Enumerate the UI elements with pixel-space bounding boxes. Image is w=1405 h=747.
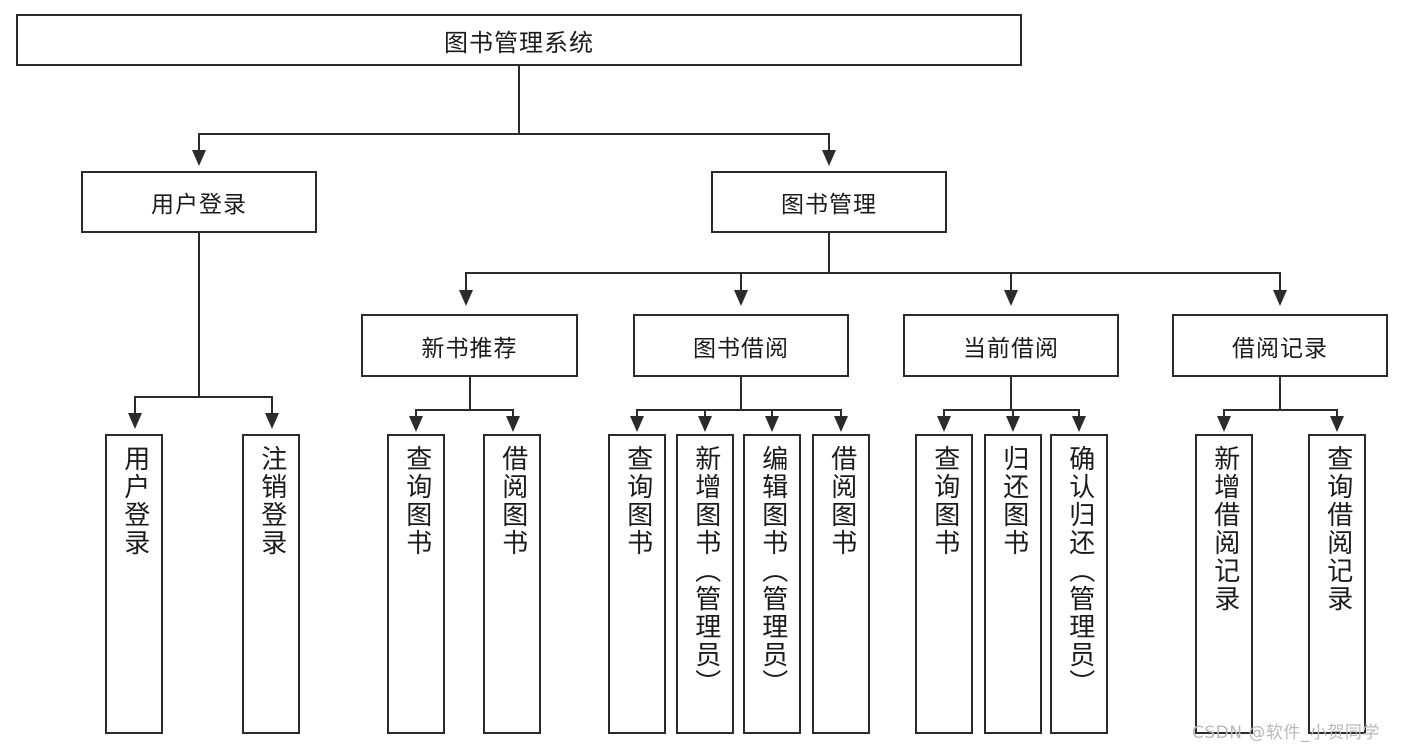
node-leaf-borrow-book-2[interactable]: 借阅图书 — [812, 434, 870, 734]
arrowhead-borrow-to-leaf-3 — [765, 416, 779, 432]
arrowhead-manage-to-recommend — [459, 290, 473, 306]
arrowhead-current-to-leaf-3 — [1072, 416, 1086, 432]
node-leaf-query-book-2[interactable]: 查询图书 — [608, 434, 666, 734]
connector-recommend-to-leaf-1 — [415, 409, 417, 419]
node-leaf-borrow-book-1[interactable]: 借阅图书 — [483, 434, 541, 734]
connector-user-login-bus — [134, 396, 271, 398]
arrowhead-manage-to-current — [1004, 290, 1018, 306]
connector-manage-to-record — [1279, 272, 1281, 292]
node-leaf-confirm-return[interactable]: 确认归还（管理员） — [1050, 434, 1108, 734]
arrowhead-current-to-leaf-2 — [1006, 416, 1020, 432]
node-leaf-query-book-3[interactable]: 查询图书 — [915, 434, 973, 734]
connector-borrow-to-leaf-3 — [771, 409, 773, 419]
connector-manage-to-recommend — [465, 272, 467, 292]
connector-borrow-to-leaf-2 — [704, 409, 706, 419]
node-label: 新增借阅记录 — [1209, 445, 1240, 613]
arrowhead-borrow-to-leaf-1 — [630, 416, 644, 432]
arrowhead-root-to-book-manage — [822, 150, 836, 166]
connector-current-to-leaf-1 — [943, 409, 945, 419]
node-leaf-user-login[interactable]: 用户登录 — [105, 434, 163, 734]
connector-current-bus — [943, 409, 1079, 411]
connector-record-to-leaf-2 — [1336, 409, 1338, 419]
node-label: 借阅图书 — [497, 445, 528, 557]
connector-borrow-to-leaf-4 — [840, 409, 842, 419]
node-label: 编辑图书（管理员） — [757, 445, 788, 697]
node-leaf-edit-book[interactable]: 编辑图书（管理员） — [743, 434, 801, 734]
arrowhead-user-login-to-leaf-1 — [128, 413, 142, 429]
arrowhead-recommend-to-leaf-1 — [409, 416, 423, 432]
node-label: 用户登录 — [119, 445, 150, 557]
arrowhead-record-to-leaf-2 — [1330, 416, 1344, 432]
connector-manage-to-current — [1010, 272, 1012, 292]
node-user-login[interactable]: 用户登录 — [81, 171, 317, 233]
connector-record-stem — [1279, 377, 1281, 409]
connector-root-stem — [518, 66, 520, 133]
node-current-borrow[interactable]: 当前借阅 — [903, 314, 1119, 377]
node-label: 查询图书 — [401, 445, 432, 557]
connector-record-to-leaf-1 — [1223, 409, 1225, 419]
node-label: 借阅图书 — [826, 445, 857, 557]
connector-current-to-leaf-3 — [1078, 409, 1080, 419]
node-leaf-add-record[interactable]: 新增借阅记录 — [1195, 434, 1253, 734]
connector-borrow-stem — [740, 377, 742, 409]
connector-root-to-user-login — [198, 133, 200, 153]
node-leaf-query-record[interactable]: 查询借阅记录 — [1308, 434, 1366, 734]
arrowhead-manage-to-record — [1273, 290, 1287, 306]
arrowhead-user-login-to-leaf-2 — [265, 413, 279, 429]
node-leaf-query-book-1[interactable]: 查询图书 — [387, 434, 445, 734]
node-label: 查询图书 — [929, 445, 960, 557]
node-root-system[interactable]: 图书管理系统 — [16, 14, 1022, 66]
node-leaf-return-book[interactable]: 归还图书 — [984, 434, 1042, 734]
arrowhead-manage-to-borrow — [734, 290, 748, 306]
node-book-manage[interactable]: 图书管理 — [711, 171, 947, 233]
node-new-book-recommend[interactable]: 新书推荐 — [361, 314, 578, 377]
node-label: 新增图书（管理员） — [690, 445, 721, 697]
arrowhead-root-to-user-login — [192, 150, 206, 166]
connector-user-login-to-leaf-2 — [271, 396, 273, 414]
arrowhead-record-to-leaf-1 — [1217, 416, 1231, 432]
connector-manage-to-borrow — [740, 272, 742, 292]
connector-recommend-to-leaf-2 — [512, 409, 514, 419]
node-label: 查询借阅记录 — [1322, 445, 1353, 613]
connector-recommend-bus — [415, 409, 512, 411]
connector-root-bus — [198, 133, 830, 135]
node-label: 归还图书 — [998, 445, 1029, 557]
node-borrow-record[interactable]: 借阅记录 — [1172, 314, 1388, 377]
node-label: 注销登录 — [256, 445, 287, 557]
arrowhead-recommend-to-leaf-2 — [506, 416, 520, 432]
connector-recommend-stem — [469, 377, 471, 409]
arrowhead-borrow-to-leaf-4 — [834, 416, 848, 432]
node-leaf-logout[interactable]: 注销登录 — [242, 434, 300, 734]
connector-current-stem — [1010, 377, 1012, 409]
node-label: 确认归还（管理员） — [1064, 445, 1095, 697]
connector-root-to-book-manage — [828, 133, 830, 153]
connector-borrow-to-leaf-1 — [636, 409, 638, 419]
connector-current-to-leaf-2 — [1012, 409, 1014, 419]
connector-user-login-to-leaf-1 — [134, 396, 136, 414]
connector-record-bus — [1223, 409, 1337, 411]
node-label: 查询图书 — [622, 445, 653, 557]
connector-borrow-bus — [636, 409, 841, 411]
node-leaf-add-book[interactable]: 新增图书（管理员） — [676, 434, 734, 734]
connector-user-login-stem — [198, 233, 200, 396]
connector-book-manage-bus — [465, 272, 1280, 274]
node-book-borrow[interactable]: 图书借阅 — [633, 314, 849, 377]
arrowhead-borrow-to-leaf-2 — [698, 416, 712, 432]
arrowhead-current-to-leaf-1 — [937, 416, 951, 432]
connector-book-manage-stem — [828, 233, 830, 272]
